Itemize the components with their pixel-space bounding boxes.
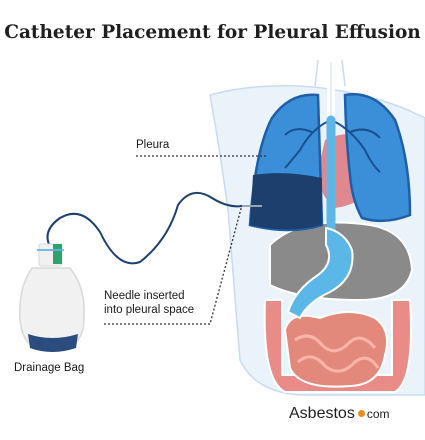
bag-base xyxy=(28,334,78,352)
trachea xyxy=(327,60,335,122)
stomach xyxy=(286,226,354,320)
colon xyxy=(263,299,412,393)
drainage-bag-label: Drainage Bag xyxy=(14,362,85,374)
logo-dot xyxy=(357,409,365,417)
drainage-bag xyxy=(19,243,85,352)
diagram-title: Catheter Placement for Pleural Effusion xyxy=(4,22,421,43)
logo-text: Asbestos xyxy=(289,405,355,422)
bag-valve xyxy=(53,244,62,264)
needle-label-line2: into pleural space xyxy=(104,304,195,316)
intestine-folds xyxy=(294,334,380,373)
left-lung xyxy=(343,93,412,223)
needle-leader-line xyxy=(104,204,243,325)
pleural-fluid xyxy=(250,173,322,230)
catheter-tube xyxy=(46,191,243,265)
bag-body xyxy=(19,267,85,345)
logo-suffix: com xyxy=(366,407,390,421)
asbestos-logo: Asbestos com xyxy=(289,405,389,423)
needle-label-line1: Needle inserted xyxy=(104,290,185,302)
pleura-label: Pleura xyxy=(136,139,170,151)
neck-outline xyxy=(314,59,346,87)
